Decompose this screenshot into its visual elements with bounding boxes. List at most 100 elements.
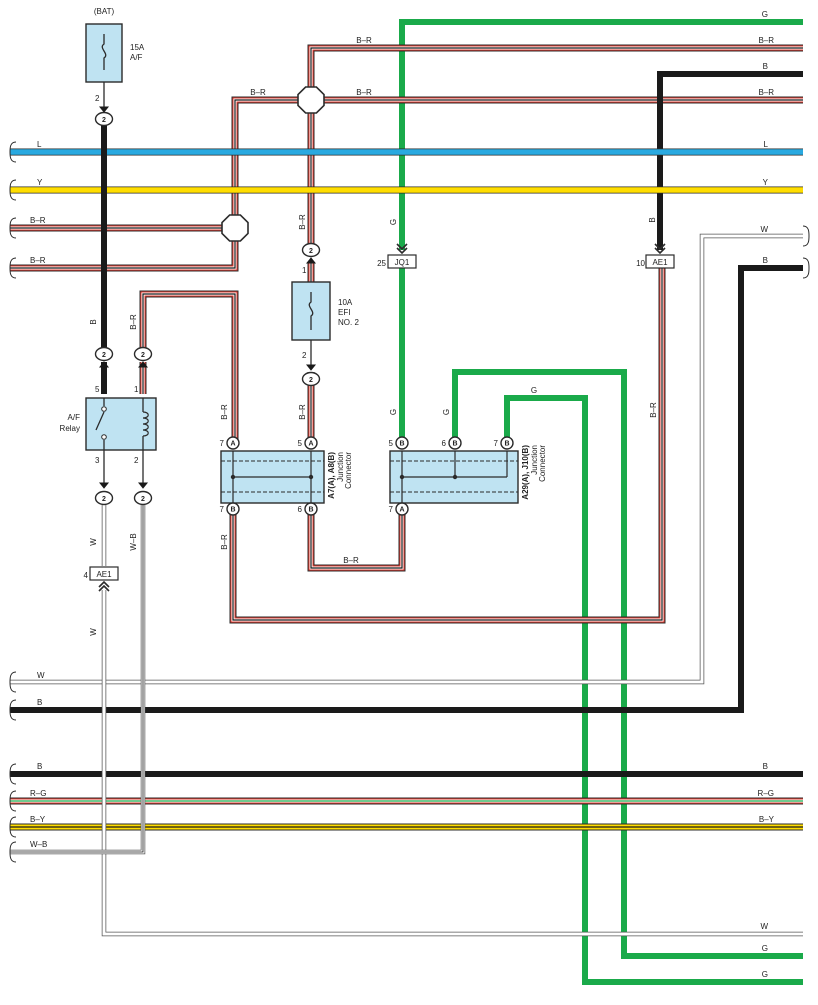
conn-jq1: JQ1 [387,254,417,269]
label-efi-pin1: 1 [302,266,307,275]
svg-text:2: 2 [309,377,313,384]
label-efi-pin2: 2 [302,351,307,360]
label-efi-amp: 10A [338,298,353,307]
label-y-left: Y [37,178,43,187]
label-num-25: 25 [377,259,386,268]
label-relay-pin3: 3 [95,456,100,465]
label-relay-name2: Relay [60,424,80,433]
svg-text:B: B [399,441,404,448]
svg-text:A: A [399,507,404,514]
svg-text:2: 2 [102,496,106,503]
label-br-2-left: B–R [250,88,266,97]
svg-text:A: A [230,441,235,448]
label-num-4: 4 [84,571,89,580]
label-w-left: W [37,671,45,680]
label-g-top-right: G [762,10,768,19]
splice-top [297,86,325,114]
pin-jc2-6b: B [448,436,462,450]
fuse-efi [291,281,331,368]
label-l-left: L [37,140,42,149]
label-jc2-name: A29(A), J10(B) [521,445,530,500]
label-br-left-1: B–R [30,216,46,225]
label-br-vert-relay: B–R [129,314,138,330]
label-g-bottom2: G [762,970,768,979]
svg-text:2: 2 [102,117,106,124]
label-b-vert-ae1: B [648,217,657,222]
label-relay-pin2: 2 [134,456,139,465]
conn-ae1-left: AE1 [89,566,119,581]
fuse-af [85,23,123,108]
wire-br-2 [10,96,803,272]
wire-b-right [10,265,803,713]
label-w-bottom: W [760,922,768,931]
pin-jc2-5b: B [395,436,409,450]
chev-ae1-left [98,580,110,592]
label-fuse-af-amp: 15A [130,43,145,52]
break-right-1 [802,257,810,279]
label-jc2-pin5b: 5 [389,439,394,448]
label-br-vert-jc1c: B–R [220,534,229,550]
arrow-relay-3 [98,482,110,489]
label-efi-name2: NO. 2 [338,318,359,327]
wire-g-top [399,19,803,250]
label-w-vert-relay: W [89,538,98,546]
label-y-right: Y [763,178,769,187]
label-w-vert-relay2: W [89,628,98,636]
svg-text:B: B [308,507,313,514]
label-jc2-line2: Connector [538,445,547,482]
svg-text:A: A [308,441,313,448]
arrow-efi-top [305,257,317,264]
label-br-vert-efi: B–R [298,214,307,230]
arrow-relay-5 [98,361,110,368]
label-br-vert-jc1a: B–R [220,404,229,420]
label-l-right: L [764,140,769,149]
junction-connector-a29-j10 [389,450,519,504]
svg-text:2: 2 [309,248,313,255]
label-wb-vert-relay: W–B [129,533,138,550]
label-jc2-line1: Junction [530,445,539,475]
arrow-relay-1 [137,361,149,368]
label-relay-pin1: 1 [134,385,139,394]
label-efi-name1: EFI [338,308,350,317]
conn-relay-2: 2 [133,490,153,506]
conn-ae1-right: AE1 [645,254,675,269]
conn-efi-bot-2: 2 [301,371,321,387]
label-b-vert-bat: B [89,319,98,324]
label-num-10: 10 [636,259,645,268]
label-rg-left: R–G [30,789,46,798]
label-b-bus-right: B [763,762,768,771]
label-jc1-pin7a: 7 [220,439,225,448]
label-g-loop2: G [531,386,537,395]
label-jc2-pin7a: 7 [389,505,394,514]
break-right-0 [802,225,810,247]
svg-text:2: 2 [141,496,145,503]
conn-relay-1: 2 [133,346,153,362]
conn-efi-top-2: 2 [301,242,321,258]
label-g-vert-jc2a: G [389,409,398,415]
svg-text:AE1: AE1 [652,258,668,267]
svg-text:2: 2 [141,352,145,359]
label-g-vert-jc2b: G [442,409,451,415]
svg-text:2: 2 [102,352,106,359]
wire-g-loop2 [504,395,803,985]
label-g-bottom1: G [762,944,768,953]
label-g-vert-jq1: G [389,219,398,225]
label-jc2-pin6b: 6 [442,439,447,448]
wire-w-right [10,233,803,685]
conn-af-2: 2 [94,111,114,127]
wire-br-ae1 [229,268,666,624]
svg-text:JQ1: JQ1 [395,258,410,267]
label-br-vert-ae1: B–R [649,402,658,418]
label-jc1-pin5a: 5 [298,439,303,448]
label-br-top-right: B–R [758,36,774,45]
pin-jc2-7a: A [395,502,409,516]
wire-br-top [307,44,803,100]
arrow-relay-2 [137,482,149,489]
conn-relay-5: 2 [94,346,114,362]
svg-text:B: B [452,441,457,448]
arrow-efi-bottom [305,364,317,371]
label-bat: (BAT) [94,7,115,16]
label-af-pin2: 2 [95,94,100,103]
label-br-2-mid: B–R [356,88,372,97]
